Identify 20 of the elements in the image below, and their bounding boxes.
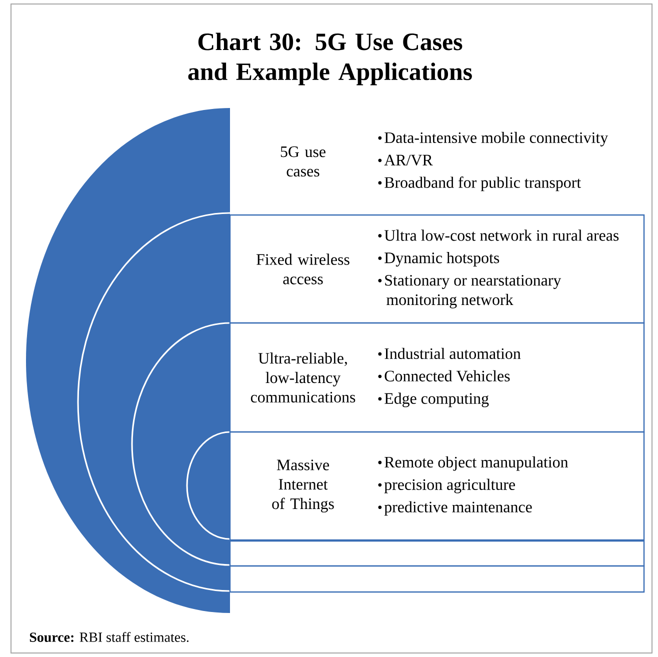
bullet-item: Stationary or nearstationary monitoring network bbox=[378, 274, 562, 308]
bullet-item: Edge computing bbox=[378, 392, 489, 408]
bullet-item: Remote object manupulation bbox=[378, 456, 568, 471]
bullet-item: precision agriculture bbox=[378, 478, 515, 494]
bullet-item: predictive maintenance bbox=[378, 501, 532, 516]
bullet-item: Dynamic hotspots bbox=[378, 252, 500, 267]
use-case-heading: 5G use cases bbox=[280, 146, 326, 177]
bullet-item: Industrial automation bbox=[378, 348, 521, 360]
use-case-heading: Fixed wireless access bbox=[256, 254, 350, 284]
bullet-item: Ultra low-cost network in rural areas bbox=[378, 230, 619, 241]
empty-box bbox=[229, 540, 645, 567]
empty-box bbox=[229, 565, 645, 593]
bullet-item: AR/VR bbox=[378, 154, 433, 166]
use-case-heading: Massive Internet of Things bbox=[272, 460, 334, 512]
source-note: Source: RBI staff estimates. bbox=[30, 632, 189, 642]
bullet-item: Connected Vehicles bbox=[378, 370, 510, 382]
bullet-item: Data-intensive mobile connectivity bbox=[378, 132, 608, 146]
bullet-item: Broadband for public transport bbox=[378, 176, 581, 192]
use-case-heading: Ultra-reliable, low-latency communications bbox=[250, 352, 356, 403]
chart-title: Chart 30: 5G Use Cases and Example Applications bbox=[188, 32, 472, 86]
